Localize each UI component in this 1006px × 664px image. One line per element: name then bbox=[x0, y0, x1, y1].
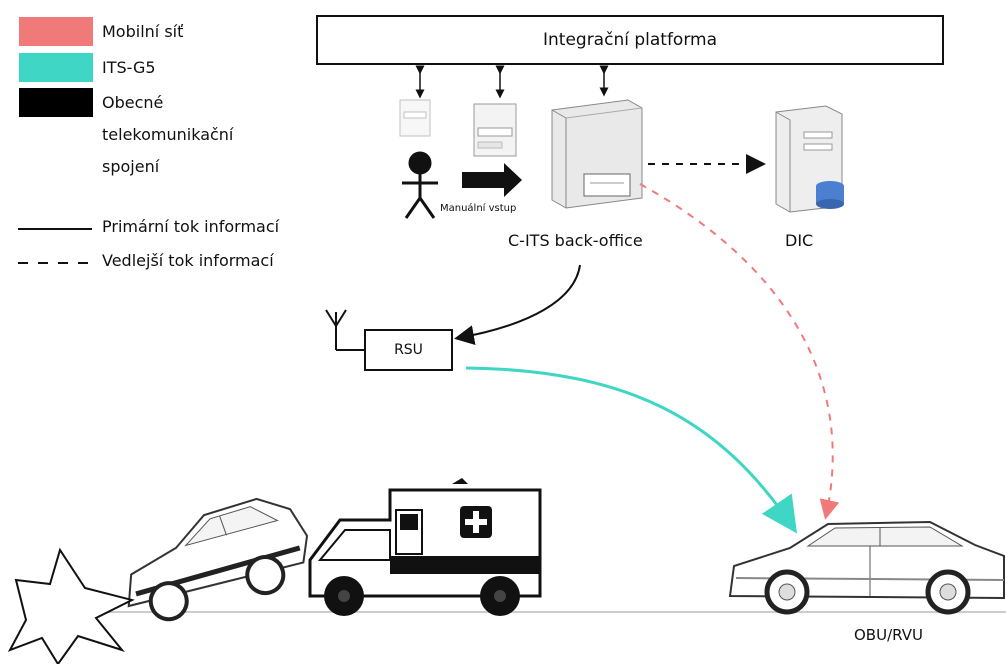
integration-platform-box: Integrační platforma bbox=[316, 15, 944, 65]
backoffice-to-rsu-arrow bbox=[454, 264, 581, 345]
crash-star-icon bbox=[7, 547, 135, 664]
dic-server-icon bbox=[775, 105, 844, 213]
back-office-label: C-ITS back-office bbox=[508, 231, 643, 250]
manual-input-arrow bbox=[462, 163, 522, 197]
legend-label-primary-flow: Primární tok informací bbox=[102, 217, 280, 236]
legend-swatch-telecom bbox=[19, 88, 93, 117]
legend-label-mobile: Mobilní síť bbox=[102, 22, 184, 41]
obu-rvu-label: OBU/RVU bbox=[854, 626, 923, 644]
ambulance-icon bbox=[308, 478, 542, 616]
legend-label-telecom-3: spojení bbox=[102, 157, 160, 176]
legend-swatch-mobile bbox=[19, 17, 93, 46]
its-g5-arrow bbox=[465, 366, 798, 534]
legend-label-telecom-2: telekomunikační bbox=[102, 125, 234, 144]
rsu-label: RSU bbox=[394, 342, 423, 358]
crashed-car-icon bbox=[127, 497, 309, 622]
integration-platform-label: Integrační platforma bbox=[542, 30, 717, 50]
workstation-server-icon bbox=[473, 103, 517, 157]
obu-car-icon bbox=[728, 520, 1005, 615]
legend-label-secondary-flow: Vedlejší tok informací bbox=[102, 251, 274, 270]
legend-label-telecom-1: Obecné bbox=[102, 93, 164, 112]
platform-connectors bbox=[415, 65, 609, 99]
operator-terminal-icon bbox=[399, 99, 431, 137]
mobile-network-dashed-arrow bbox=[639, 183, 840, 520]
dic-label: DIC bbox=[785, 231, 814, 250]
legend-swatch-its-g5 bbox=[19, 53, 93, 82]
back-office-server-icon bbox=[551, 99, 643, 209]
operator-person-icon bbox=[402, 151, 438, 219]
rsu-antenna-icon bbox=[325, 309, 364, 351]
manual-input-label: Manuální vstup bbox=[440, 203, 517, 214]
legend-label-its-g5: ITS-G5 bbox=[102, 58, 156, 77]
rsu-box: RSU bbox=[364, 329, 453, 371]
